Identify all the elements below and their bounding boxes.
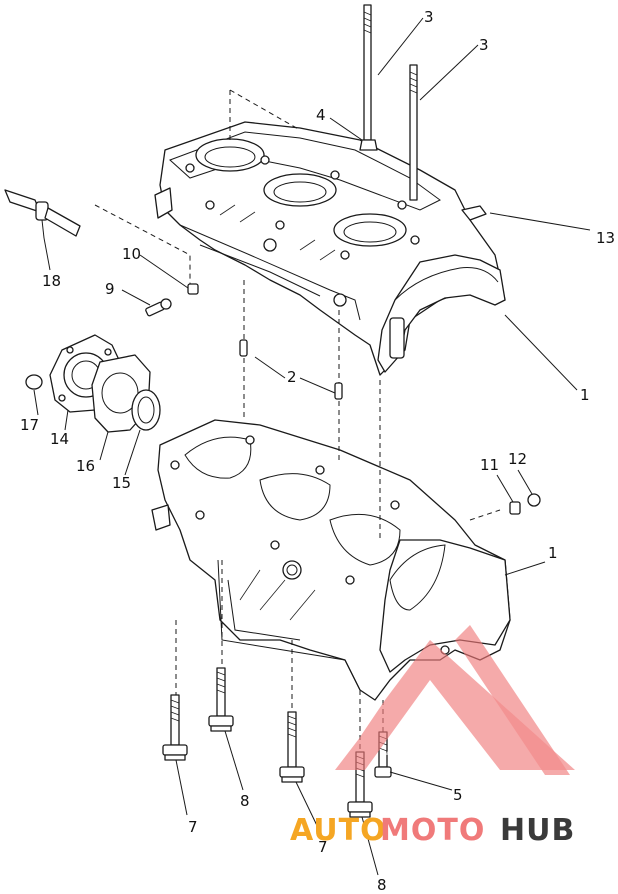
- fitting-9: [145, 298, 172, 317]
- callout-12: 12: [508, 450, 527, 468]
- callout-11: 11: [480, 456, 499, 474]
- callout-16: 16: [76, 457, 95, 475]
- pulse-fitting: [4, 189, 81, 239]
- watermark-logo: [335, 625, 575, 775]
- callout-15: 15: [112, 474, 131, 492]
- bolt-8-upper: [208, 667, 234, 732]
- dowel-pin-lower: [334, 382, 343, 400]
- clip-13: [461, 205, 487, 221]
- watermark-triangle-inner: [385, 690, 475, 755]
- callout-1-lower: 1: [548, 544, 558, 562]
- bolt-7-left: [162, 694, 188, 761]
- watermark-hub: HUB: [500, 813, 575, 848]
- callout-14: 14: [50, 430, 69, 448]
- fitting-11: [509, 501, 521, 515]
- callout-4: 4: [316, 106, 326, 124]
- callout-7-right: 7: [318, 838, 328, 856]
- callout-10: 10: [122, 245, 141, 263]
- lower-crankcase: [151, 419, 511, 701]
- callout-5: 5: [453, 786, 463, 804]
- leader-lines: [33, 17, 591, 876]
- plug-10: [187, 283, 199, 295]
- watermark-auto: AUTO: [290, 813, 387, 848]
- watermark-chevron: [455, 625, 570, 775]
- callout-1-upper: 1: [580, 386, 590, 404]
- callout-2: 2: [287, 368, 297, 386]
- oil-seal: [131, 389, 161, 431]
- callout-8-upper: 8: [240, 792, 250, 810]
- cap-17: [25, 374, 43, 390]
- callout-3-left: 3: [424, 8, 434, 26]
- long-stud-left: [363, 4, 372, 141]
- dowel-pin-upper: [239, 339, 248, 357]
- bolt-7-right: [279, 711, 305, 783]
- watermark-triangle-outer: [335, 640, 575, 770]
- nut: [359, 139, 378, 151]
- fitting-12: [527, 493, 541, 507]
- callout-3-right: 3: [479, 36, 489, 54]
- callout-8-lower: 8: [377, 876, 387, 894]
- callout-9: 9: [105, 280, 115, 298]
- watermark-text: AUTO MOTO HUB: [290, 813, 575, 848]
- callouts: 3 3 4 13 18 10 9 1 2 17 14 16 15 11 12 1…: [20, 8, 615, 894]
- upper-crankcase: [154, 121, 506, 376]
- assembly-lines: [94, 89, 501, 752]
- callout-13: 13: [596, 229, 615, 247]
- callout-7-left: 7: [188, 818, 198, 836]
- callout-17: 17: [20, 416, 39, 434]
- watermark-moto: MOTO: [380, 813, 485, 848]
- long-stud-right: [409, 64, 418, 201]
- callout-18: 18: [42, 272, 61, 290]
